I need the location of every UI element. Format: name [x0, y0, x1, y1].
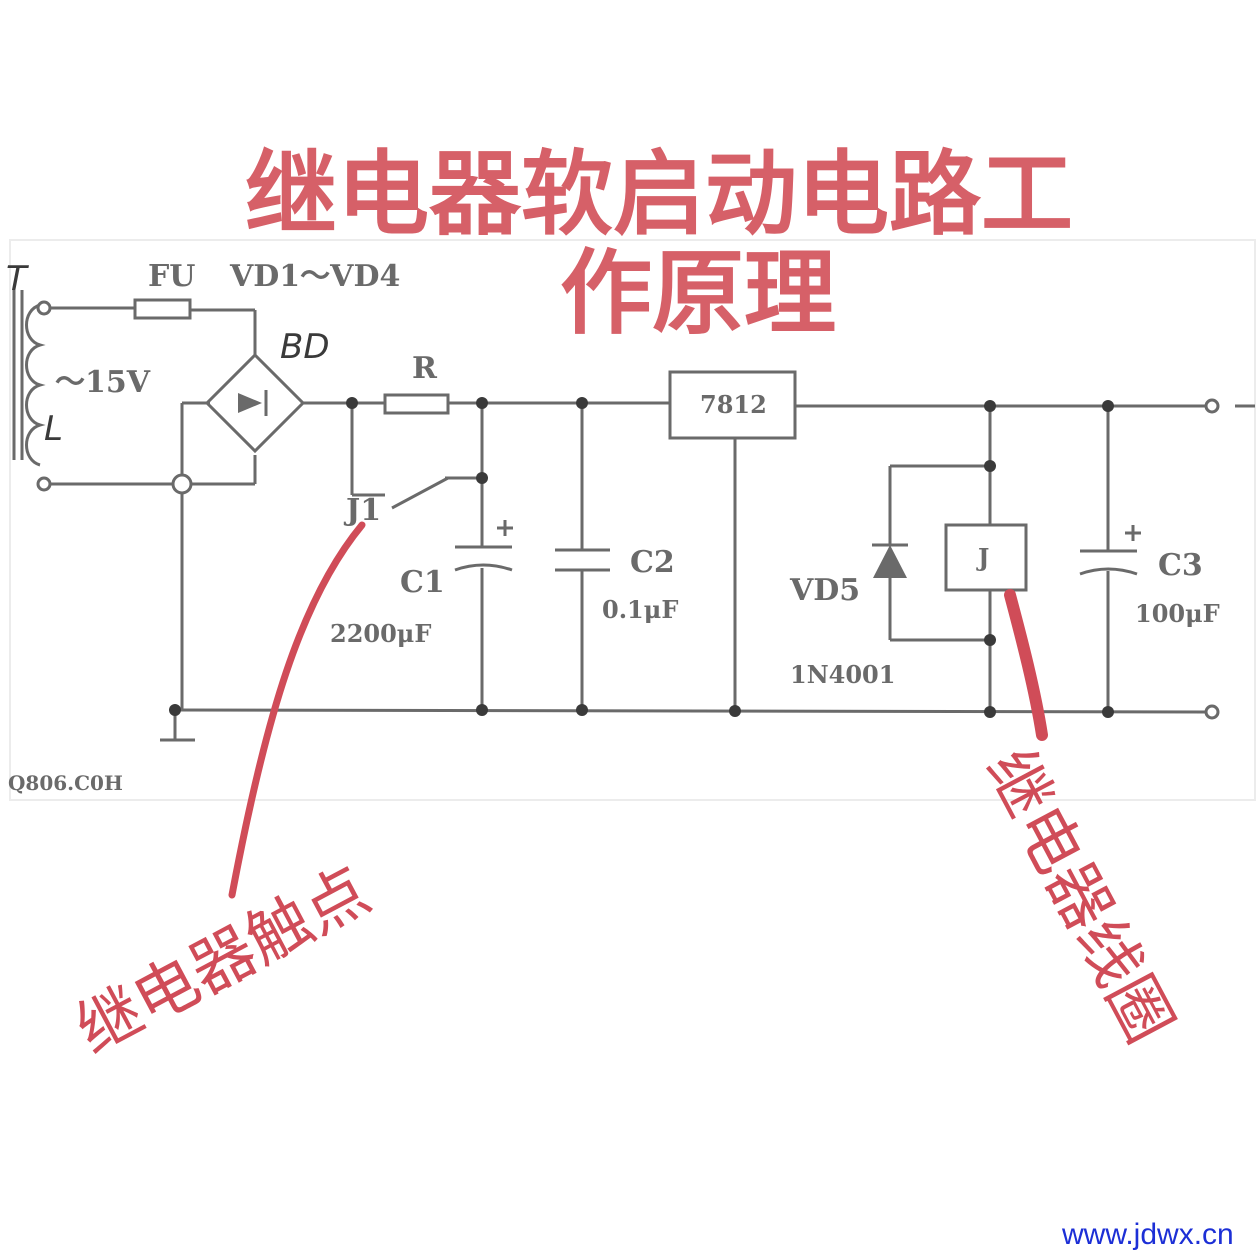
c2-label: C2: [630, 545, 675, 580]
terminal-bottom: [36, 476, 52, 492]
capacitor-c2: [555, 548, 610, 572]
output-terminal-positive: [1204, 398, 1220, 414]
c1-value: 2200μF: [330, 619, 431, 648]
resistor: [383, 393, 450, 415]
bridge-label: VD1～VD4: [229, 259, 400, 294]
regulator-7812: [668, 370, 797, 440]
site-watermark: www.jdwx.cn: [1061, 1218, 1234, 1251]
fuse: [133, 298, 192, 320]
coil-note: L: [44, 409, 63, 449]
coil-pointer-line: [1004, 589, 1048, 741]
resistor-label: R: [412, 351, 438, 386]
capacitor-c1: [454, 520, 513, 572]
transformer-label: T: [6, 259, 29, 299]
relay-contact-annotation: 继电器触点: [65, 854, 382, 1070]
ac-voltage-label: ～15V: [55, 365, 151, 400]
fuse-label: FU: [148, 259, 195, 294]
c2-value: 0.1μF: [602, 595, 678, 624]
wires: [50, 306, 1206, 742]
title-line-2: 作原理: [560, 240, 836, 347]
title-line-1: 继电器软启动电路工: [245, 141, 1073, 248]
bridge-note: BD: [280, 327, 330, 367]
diode-part: 1N4001: [790, 660, 895, 689]
diode-vd5: [872, 543, 908, 578]
source-mark: Q806.C0H: [8, 771, 123, 795]
relay-coil-label: J: [976, 543, 989, 572]
diode-label: VD5: [789, 573, 860, 608]
schematic-panel: [9, 239, 1256, 801]
junction-nodes: [169, 397, 1114, 718]
c3-value: 100μF: [1135, 599, 1220, 628]
transformer-coil: [25, 303, 46, 467]
bridge-rectifier: [204, 352, 306, 454]
c3-label: C3: [1158, 548, 1203, 583]
terminal-top: [36, 300, 52, 316]
regulator-label: 7812: [700, 390, 767, 419]
contact-pointer-line: [228, 521, 366, 899]
capacitor-c3: [1079, 525, 1141, 576]
output-terminal-ground: [1204, 704, 1220, 720]
c1-label: C1: [400, 565, 445, 600]
relay-coil: [944, 523, 1028, 592]
